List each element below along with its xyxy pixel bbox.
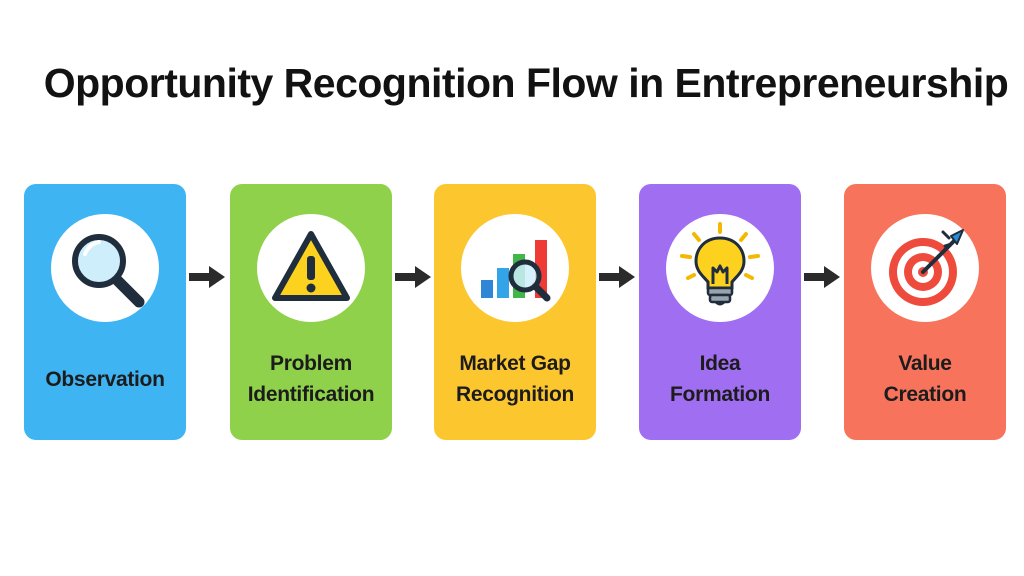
step-label: Problem Identification — [234, 344, 388, 414]
step-card-problem-identification: Problem Identification — [230, 184, 392, 440]
warning-icon — [272, 231, 350, 301]
target-icon — [889, 229, 964, 306]
diagram-title: Opportunity Recognition Flow in Entrepre… — [43, 60, 1009, 106]
step-label: Market Gap Recognition — [438, 344, 592, 414]
step-card-observation: Observation — [24, 184, 186, 440]
step-label-line: Formation — [670, 383, 770, 406]
step-label: Idea Formation — [643, 344, 797, 414]
icon-circle — [51, 214, 159, 322]
icon-circle — [666, 214, 774, 322]
arrow-right-icon — [393, 262, 433, 292]
arrow-right-icon — [802, 262, 842, 292]
step-label-line: Problem — [270, 352, 352, 375]
step-label: Observation — [28, 344, 182, 414]
step-label-line: Creation — [883, 383, 967, 406]
icon-circle — [871, 214, 979, 322]
step-label: Value Creation — [848, 344, 1002, 414]
lightbulb-icon — [680, 222, 760, 306]
magnifying-glass-icon — [72, 234, 145, 308]
icon-circle — [257, 214, 365, 322]
step-card-market-gap-recognition: Market Gap Recognition — [434, 184, 596, 440]
icon-circle — [461, 214, 569, 322]
arrow-right-icon — [187, 262, 227, 292]
step-label-line: Observation — [45, 367, 165, 391]
step-label-line: Value — [898, 352, 952, 375]
step-label-line: Recognition — [455, 383, 575, 406]
arrow-right-icon — [597, 262, 637, 292]
step-label-line: Market Gap — [459, 352, 571, 375]
step-card-idea-formation: Idea Formation — [639, 184, 801, 440]
bar-chart-magnifier-icon — [481, 240, 551, 302]
step-card-value-creation: Value Creation — [844, 184, 1006, 440]
step-label-line: Identification — [247, 383, 375, 406]
step-label-line: Idea — [699, 352, 741, 375]
